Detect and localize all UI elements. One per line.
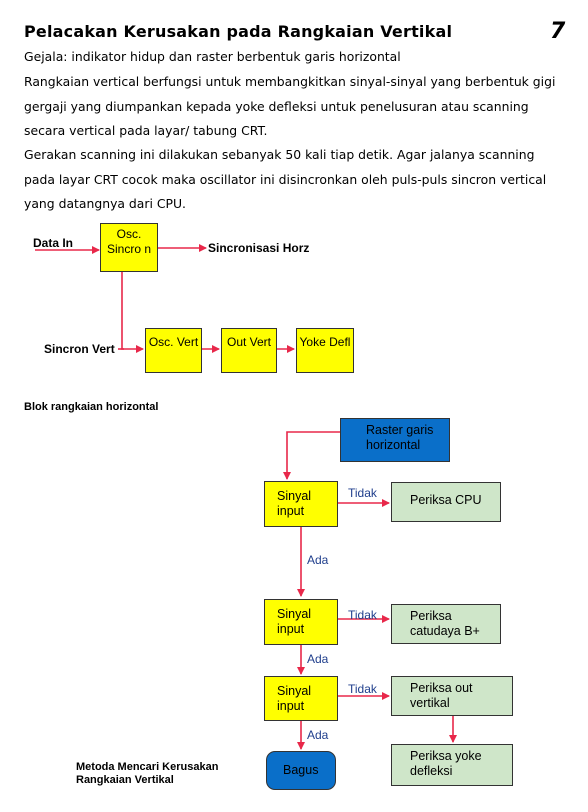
flowchart-caption-line2: Rangkaian Vertikal: [76, 774, 174, 786]
flow-action-periksa-yoke: Periksa yoke defleksi: [391, 744, 513, 786]
flowchart-caption-line1: Metoda Mencari Kerusakan: [76, 761, 219, 773]
flow-check3-sinyal-input: Sinyal input: [264, 676, 338, 721]
osc-vert-box: Osc. Vert: [145, 328, 202, 373]
paragraph-function: Rangkaian vertical berfungsi untuk memba…: [24, 74, 556, 138]
flow-check1-sinyal-input: Sinyal input: [264, 481, 338, 527]
sincronisasi-horz-label: Sincronisasi Horz: [208, 241, 310, 255]
out-vert-box: Out Vert: [221, 328, 277, 373]
sincron-vert-label: Sincron Vert: [44, 342, 115, 356]
flow-action-periksa-out-vertikal: Periksa out vertikal: [391, 676, 513, 716]
arrow-start-to-check1: [283, 431, 340, 480]
page-title: Pelacakan Kerusakan pada Rangkaian Verti…: [24, 22, 453, 41]
data-in-label: Data In: [33, 236, 74, 250]
edge-ada2: Ada: [307, 652, 329, 666]
page-number: 7: [550, 19, 566, 44]
osc-sincro-box: Osc. Sincro n: [100, 223, 158, 272]
flow-check2-sinyal-input: Sinyal input: [264, 599, 338, 645]
arrow-to-osc-vert: [121, 272, 144, 353]
flow-start-raster: Raster garis horizontal: [340, 418, 450, 462]
block-diagram-caption: Blok rangkaian horizontal: [24, 401, 159, 413]
paragraph-scanning: Gerakan scanning ini dilakukan sebanyak …: [24, 147, 547, 211]
symptom-text: Gejala: indikator hidup dan raster berbe…: [24, 49, 401, 64]
edge-tidak1: Tidak: [348, 486, 377, 500]
flow-action-periksa-catudaya: Periksa catudaya B+: [391, 604, 501, 644]
edge-ada3: Ada: [307, 728, 329, 742]
yoke-defl-box: Yoke Defl: [296, 328, 354, 373]
flow-action-periksa-cpu: Periksa CPU: [391, 482, 501, 522]
edge-tidak3: Tidak: [348, 682, 377, 696]
edge-tidak2: Tidak: [348, 608, 377, 622]
edge-ada1: Ada: [307, 553, 329, 567]
flow-end-bagus: Bagus: [266, 751, 336, 790]
